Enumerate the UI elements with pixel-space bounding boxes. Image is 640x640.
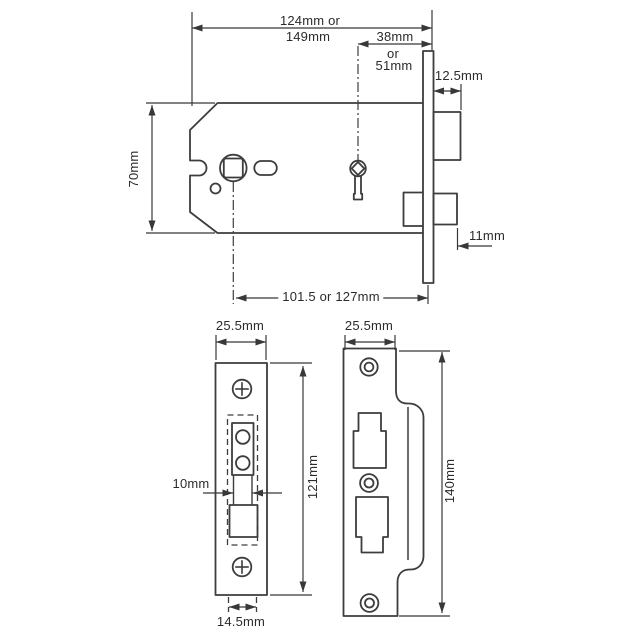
screw-head-top bbox=[231, 378, 253, 400]
strike-screw-hole-middle bbox=[359, 473, 379, 493]
dim-label-backset-2: or bbox=[387, 45, 399, 61]
dim-label-centres-depth: 101.5 or 127mm bbox=[278, 289, 384, 305]
dim-label-latch-projection: 12.5mm bbox=[434, 67, 484, 83]
latch-follower-plate bbox=[231, 422, 255, 476]
strike-dimensions bbox=[344, 335, 450, 617]
latch-cutout bbox=[352, 412, 387, 469]
screw-head-bottom bbox=[231, 556, 253, 578]
forend-plate-side bbox=[422, 50, 435, 284]
dim-label-deadbolt-projection: 11mm bbox=[469, 227, 505, 243]
strike-screw-hole-bottom bbox=[359, 593, 380, 613]
dim-label-strike-width: 25.5mm bbox=[344, 317, 394, 333]
latch-bolt-side bbox=[432, 111, 462, 161]
latch-hole-upper bbox=[235, 429, 251, 445]
dim-label-fixing-centres: 14.5mm bbox=[216, 613, 266, 629]
mortice-dashed-outline bbox=[226, 414, 259, 546]
side-view-dimensions bbox=[146, 10, 492, 304]
strike-plate-outline bbox=[342, 347, 425, 617]
forend-dimensions bbox=[203, 335, 312, 611]
dim-label-forend-height: 121mm bbox=[304, 454, 320, 500]
deadbolt-cutout bbox=[355, 496, 389, 554]
dim-label-backset-1: 38mm bbox=[376, 28, 414, 44]
forend-view bbox=[214, 362, 268, 596]
dim-label-case-width-1: 124mm or bbox=[279, 12, 341, 28]
strike-screw-hole-top bbox=[359, 357, 379, 377]
spindle-follower-square bbox=[222, 157, 244, 179]
deadbolt-face bbox=[228, 504, 259, 538]
strike-view bbox=[342, 347, 425, 617]
fixing-hole bbox=[209, 182, 222, 195]
dim-label-strike-height: 140mm bbox=[441, 458, 457, 504]
deadbolt-side-inner bbox=[402, 191, 423, 227]
dim-label-forend-width: 25.5mm bbox=[215, 317, 265, 333]
keyhole bbox=[349, 159, 367, 201]
spindle-follower-circle bbox=[219, 153, 248, 183]
latch-hole-lower bbox=[235, 455, 251, 471]
forend-plate bbox=[214, 362, 268, 596]
dim-label-backset-3: 51mm bbox=[375, 57, 413, 73]
deadbolt-side-outer bbox=[432, 192, 458, 226]
dim-label-case-width-2: 149mm bbox=[285, 28, 331, 44]
dim-label-follower-width: 10mm bbox=[172, 475, 210, 491]
side-view bbox=[189, 50, 462, 284]
lock-case-outline bbox=[189, 102, 423, 234]
fixing-slot-oval bbox=[253, 160, 278, 176]
dim-label-case-height: 70mm bbox=[125, 150, 141, 188]
